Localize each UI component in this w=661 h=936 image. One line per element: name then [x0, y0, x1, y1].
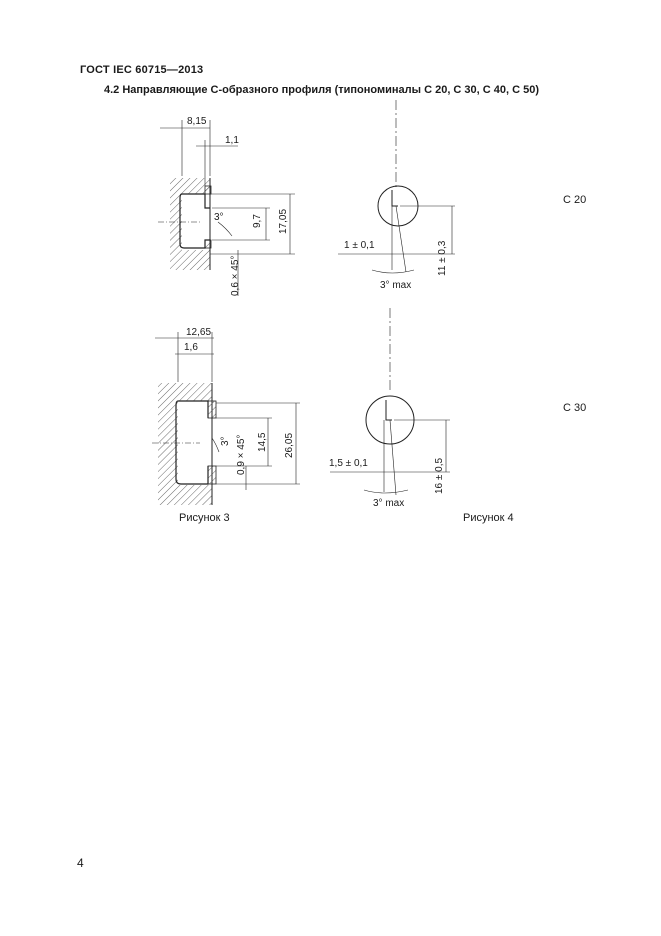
page-number: 4: [77, 856, 84, 870]
dim-height-c30: 16 ± 0,5: [434, 457, 445, 494]
fig4-c20-detail: [338, 100, 455, 274]
dim-angle-3: 3°: [214, 212, 224, 223]
dim-chamfer-0-6: 0,6 × 45°: [230, 255, 241, 296]
dim-angle-c20: 3° max: [380, 280, 412, 291]
dim-17-05: 17,05: [278, 208, 289, 234]
fig3-c20-profile: [158, 120, 295, 296]
dim-offset-c30: 1,5 ± 0,1: [329, 458, 368, 469]
dim-14-5: 14,5: [257, 432, 268, 452]
dim-chamfer-0-9: 0,9 × 45°: [236, 434, 247, 475]
dim-angle-3-c30: 3°: [220, 436, 231, 446]
type-label-c20: С 20: [563, 194, 587, 206]
type-label-c30: С 30: [563, 402, 587, 414]
fig3-c30-profile: [152, 332, 300, 505]
document-header: ГОСТ IEC 60715—2013: [80, 64, 204, 76]
dim-1-6: 1,6: [184, 342, 198, 353]
dim-12-65: 12,65: [186, 327, 212, 338]
dim-offset-c20: 1 ± 0,1: [344, 240, 375, 251]
dim-height-c20: 11 ± 0,3: [437, 240, 448, 276]
dim-angle-c30: 3° max: [373, 498, 405, 509]
fig4-c30-detail: [330, 308, 450, 496]
figure-3-caption: Рисунок 3: [179, 512, 230, 524]
section-title: 4.2 Направляющие С-образного профиля (ти…: [104, 84, 540, 96]
dim-26-05: 26,05: [284, 432, 295, 458]
dim-1-1: 1,1: [225, 135, 239, 146]
dim-9-7: 9,7: [252, 214, 263, 228]
dim-8-15: 8,15: [187, 116, 207, 127]
figure-4-caption: Рисунок 4: [463, 512, 514, 524]
